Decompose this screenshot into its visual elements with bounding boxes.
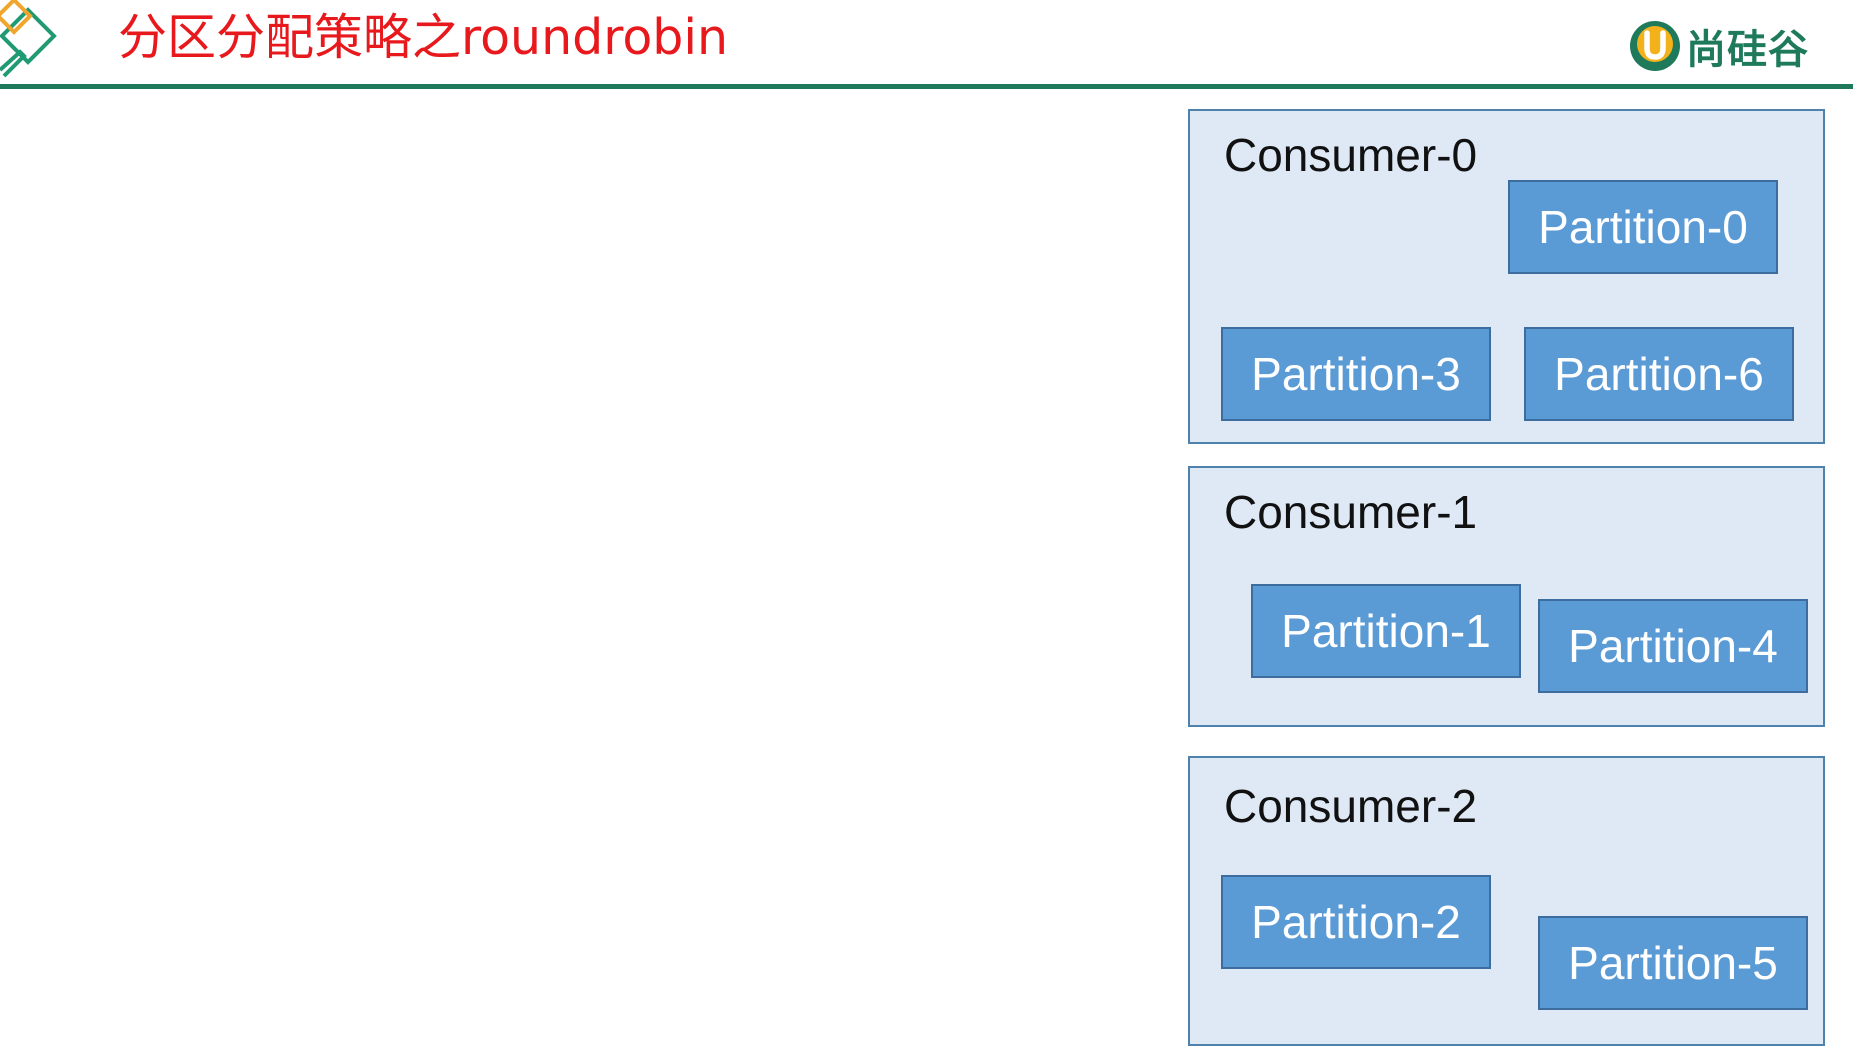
brand-logo: 尚硅谷: [1628, 16, 1809, 76]
partition-box: Partition-4: [1538, 599, 1808, 693]
partition-box: Partition-6: [1524, 327, 1794, 421]
partition-box: Partition-5: [1538, 916, 1808, 1010]
partition-box: Partition-2: [1221, 875, 1491, 969]
partition-box: Partition-1: [1251, 584, 1521, 678]
consumer-label: Consumer-2: [1224, 780, 1478, 832]
consumer-box-1: Consumer-1 Partition-1 Partition-4: [1188, 466, 1825, 727]
header-divider: [0, 84, 1853, 89]
u-logo-icon: [1630, 21, 1680, 71]
partition-box: Partition-3: [1221, 327, 1491, 421]
partition-box: Partition-0: [1508, 180, 1778, 274]
consumer-box-0: Consumer-0 Partition-0 Partition-3 Parti…: [1188, 109, 1825, 444]
consumer-label: Consumer-0: [1224, 129, 1478, 181]
page-title: 分区分配策略之roundrobin: [118, 9, 729, 66]
consumer-label: Consumer-1: [1224, 486, 1478, 538]
brand-name: 尚硅谷: [1686, 27, 1809, 73]
consumer-box-2: Consumer-2 Partition-2 Partition-5: [1188, 756, 1825, 1046]
diamond-decoration-icon: [0, 0, 57, 78]
